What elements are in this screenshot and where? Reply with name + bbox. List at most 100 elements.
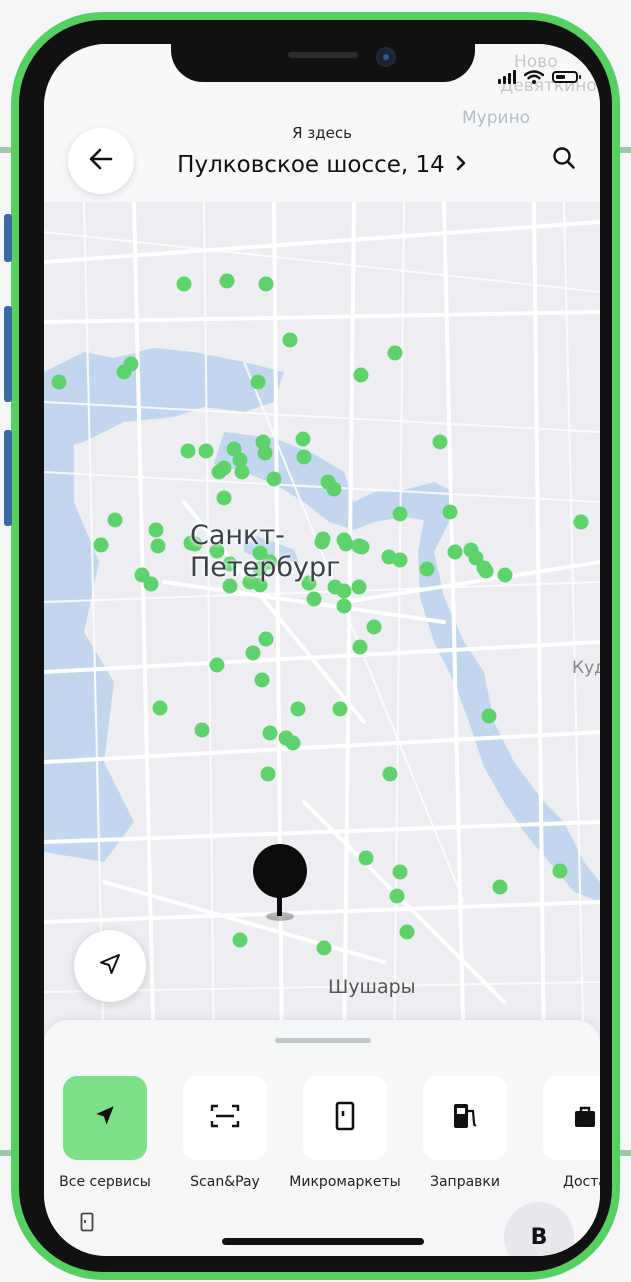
store-marker[interactable] — [481, 708, 497, 724]
store-marker[interactable] — [290, 701, 306, 717]
service-tile[interactable] — [423, 1076, 507, 1160]
store-marker[interactable] — [209, 543, 225, 559]
back-button[interactable] — [68, 128, 134, 194]
store-marker[interactable] — [198, 443, 214, 459]
store-marker[interactable] — [211, 464, 227, 480]
store-marker[interactable] — [258, 631, 274, 647]
store-marker[interactable] — [245, 645, 261, 661]
store-marker[interactable] — [392, 552, 408, 568]
store-marker[interactable] — [336, 583, 352, 599]
store-marker[interactable] — [387, 345, 403, 361]
store-marker[interactable] — [232, 932, 248, 948]
store-marker[interactable] — [51, 374, 67, 390]
store-marker[interactable] — [252, 577, 268, 593]
store-marker[interactable] — [143, 576, 159, 592]
store-marker[interactable] — [314, 534, 330, 550]
map-view[interactable]: Ново Санкт- Петербург Куд Шушары — [44, 70, 600, 1062]
map-label: Куд — [572, 658, 600, 678]
store-marker[interactable] — [366, 619, 382, 635]
map-canvas — [44, 202, 600, 1062]
service-all[interactable]: Все сервисы — [59, 1076, 151, 1190]
store-marker[interactable] — [419, 561, 435, 577]
store-marker[interactable] — [573, 514, 589, 530]
store-marker[interactable] — [399, 924, 415, 940]
store-marker[interactable] — [358, 850, 374, 866]
store-marker[interactable] — [234, 464, 250, 480]
store-marker[interactable] — [232, 452, 248, 468]
store-marker[interactable] — [552, 863, 568, 879]
sheet-grabber[interactable] — [275, 1038, 371, 1043]
service-tile[interactable] — [543, 1076, 600, 1160]
service-fuel-stations[interactable]: Заправки — [422, 1076, 508, 1190]
store-marker[interactable] — [187, 536, 203, 552]
store-marker[interactable] — [194, 722, 210, 738]
store-marker[interactable] — [492, 879, 508, 895]
earpiece-speaker — [288, 52, 358, 58]
store-marker[interactable] — [226, 441, 242, 457]
store-marker[interactable] — [209, 657, 225, 673]
store-marker[interactable] — [382, 766, 398, 782]
store-marker[interactable] — [260, 766, 276, 782]
store-marker[interactable] — [442, 504, 458, 520]
store-marker[interactable] — [432, 434, 448, 450]
store-marker[interactable] — [301, 575, 317, 591]
store-marker[interactable] — [316, 940, 332, 956]
volume-down-button — [4, 430, 12, 526]
store-marker[interactable] — [116, 364, 132, 380]
store-marker[interactable] — [252, 545, 268, 561]
store-marker[interactable] — [258, 276, 274, 292]
store-marker[interactable] — [285, 735, 301, 751]
store-marker[interactable] — [338, 536, 354, 552]
store-marker[interactable] — [262, 725, 278, 741]
store-marker[interactable] — [216, 490, 232, 506]
store-marker[interactable] — [219, 273, 235, 289]
store-marker[interactable] — [326, 481, 342, 497]
service-label: Микромаркеты — [289, 1174, 401, 1190]
store-marker[interactable] — [152, 700, 168, 716]
services-bottom-sheet[interactable]: Все сервисы Scan&Pay Микромаркеты — [44, 1020, 600, 1256]
store-marker[interactable] — [468, 550, 484, 566]
service-tile[interactable] — [183, 1076, 267, 1160]
store-marker[interactable] — [306, 591, 322, 607]
store-marker[interactable] — [250, 374, 266, 390]
address-selector[interactable]: Пулковское шоссе, 14 — [44, 152, 600, 178]
service-scan-pay[interactable]: Scan&Pay — [182, 1076, 268, 1190]
store-marker[interactable] — [222, 556, 238, 572]
service-tile[interactable] — [303, 1076, 387, 1160]
store-marker[interactable] — [176, 276, 192, 292]
store-marker[interactable] — [180, 443, 196, 459]
store-marker[interactable] — [148, 522, 164, 538]
store-marker[interactable] — [352, 639, 368, 655]
profile-chip[interactable]: B — [504, 1202, 574, 1256]
service-tile[interactable] — [63, 1076, 147, 1160]
wifi-icon — [524, 70, 544, 84]
my-location-button[interactable] — [74, 930, 146, 1002]
store-marker[interactable] — [150, 538, 166, 554]
store-marker[interactable] — [497, 567, 513, 583]
store-marker[interactable] — [295, 431, 311, 447]
store-marker[interactable] — [282, 332, 298, 348]
store-marker[interactable] — [392, 506, 408, 522]
store-marker[interactable] — [252, 561, 268, 577]
store-marker[interactable] — [336, 598, 352, 614]
store-marker[interactable] — [478, 563, 494, 579]
store-marker[interactable] — [351, 579, 367, 595]
search-button[interactable] — [544, 140, 584, 180]
store-marker[interactable] — [257, 445, 273, 461]
store-marker[interactable] — [107, 512, 123, 528]
store-marker[interactable] — [222, 578, 238, 594]
service-micromarkets[interactable]: Микромаркеты — [289, 1076, 401, 1190]
store-marker[interactable] — [353, 367, 369, 383]
store-marker[interactable] — [296, 449, 312, 465]
store-marker[interactable] — [354, 539, 370, 555]
store-marker[interactable] — [93, 537, 109, 553]
city-label-line: Санкт- — [190, 520, 285, 551]
store-marker[interactable] — [254, 672, 270, 688]
store-marker[interactable] — [332, 701, 348, 717]
home-indicator[interactable] — [222, 1238, 424, 1245]
store-marker[interactable] — [389, 888, 405, 904]
store-marker[interactable] — [266, 471, 282, 487]
service-delivery[interactable]: Доста — [542, 1076, 600, 1190]
store-marker[interactable] — [392, 864, 408, 880]
store-marker[interactable] — [447, 544, 463, 560]
